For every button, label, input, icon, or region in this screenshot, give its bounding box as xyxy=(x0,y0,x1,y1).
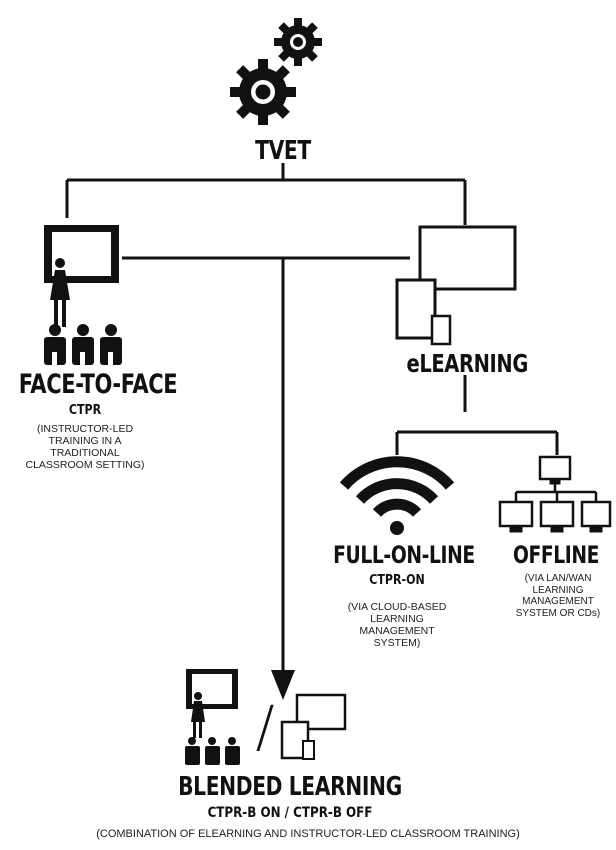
offline-desc-line: LEARNING xyxy=(532,584,584,596)
offline-desc: (VIA LAN/WAN LEARNING MANAGEMENT SYSTEM … xyxy=(500,573,616,619)
gear-icon xyxy=(230,18,322,125)
face-to-face-desc-line: TRAINING IN A xyxy=(48,435,122,447)
face-to-face-desc-line: TRADITIONAL xyxy=(50,447,120,459)
full-online-code: CTPR-ON xyxy=(369,573,425,588)
face-to-face-desc-line: (INSTRUCTOR-LED xyxy=(36,423,134,435)
blended-classroom-icon xyxy=(185,669,240,765)
face-to-face-code: CTPR xyxy=(68,403,102,418)
face-to-face-desc-line: CLASSROOM SETTING) xyxy=(25,459,145,471)
blended-separator: / xyxy=(255,695,275,760)
computer-devices-icon xyxy=(395,225,517,346)
full-online-desc-line: SYSTEM) xyxy=(373,637,421,649)
wifi-icon xyxy=(339,456,455,535)
full-online-title: FULL-ON-LINE xyxy=(333,541,475,569)
blended-title: BLENDED LEARNING xyxy=(178,772,402,802)
offline-desc-line: SYSTEM OR CDs) xyxy=(515,607,601,619)
connector-lines xyxy=(65,163,559,455)
classroom-icon xyxy=(44,225,122,365)
full-online-desc-line: MANAGEMENT xyxy=(359,625,435,637)
offline-desc-line: (VIA LAN/WAN xyxy=(524,573,592,584)
blended-desc: (COMBINATION OF ELEARNING AND INSTRUCTOR… xyxy=(96,828,520,840)
blended-devices-icon xyxy=(280,693,347,760)
offline-desc-line: MANAGEMENT xyxy=(522,596,594,607)
face-to-face-desc: (INSTRUCTOR-LED TRAINING IN A TRADITIONA… xyxy=(15,423,155,471)
blended-code: CTPR-B ON / CTPR-B OFF xyxy=(207,805,373,821)
root-label: TVET xyxy=(255,136,311,166)
blended-arrow xyxy=(271,258,295,700)
full-online-desc-line: (VIA CLOUD-BASED xyxy=(347,601,447,613)
full-online-desc: (VIA CLOUD-BASED LEARNING MANAGEMENT SYS… xyxy=(327,601,467,649)
network-icon xyxy=(498,455,612,533)
elearning-title: eLEARNING xyxy=(406,349,529,378)
face-to-face-title: FACE-TO-FACE xyxy=(18,369,178,400)
offline-title: OFFLINE xyxy=(512,541,600,569)
full-online-desc-line: LEARNING xyxy=(370,613,424,625)
